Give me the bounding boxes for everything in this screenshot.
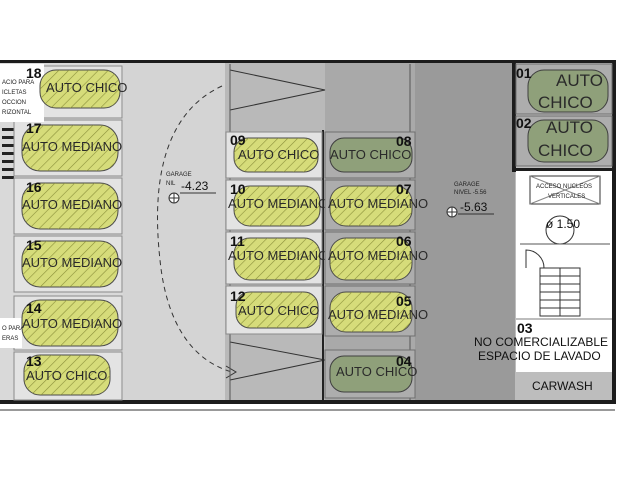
right-wall <box>612 60 616 404</box>
stair-icon <box>539 267 581 317</box>
spot-06-number: 06 <box>396 233 412 249</box>
car-16-hatch <box>22 183 118 229</box>
spot-06-label: AUTO MEDIANO <box>328 248 428 263</box>
spot-05-number: 05 <box>396 293 412 309</box>
car-13-hatch <box>24 355 110 395</box>
spot-17-number: 17 <box>26 120 42 136</box>
spot-17-label: AUTO MEDIANO <box>22 139 122 154</box>
car-01 <box>527 69 609 113</box>
car-02 <box>527 119 609 163</box>
space-03-line-1: NO COMERCIALIZABLE <box>474 335 608 349</box>
spot-04-number: 04 <box>396 353 412 369</box>
spot-05-label: AUTO MEDIANO <box>328 307 428 322</box>
car-11-hatch <box>234 238 320 280</box>
spot-07-number: 07 <box>396 181 412 197</box>
spot-09-label: AUTO CHICO <box>238 147 319 162</box>
car-12-hatch <box>236 292 318 328</box>
drive-path-arrow <box>225 365 237 379</box>
level-right-value: -5.63 <box>460 200 488 214</box>
spot-14-label: AUTO MEDIANO <box>22 316 122 331</box>
bottom-wall <box>0 400 615 404</box>
spot-11-number: 11 <box>230 233 245 249</box>
bike-note-bottom-2: ERAS <box>2 336 18 342</box>
spot-08-number: 08 <box>396 133 412 149</box>
spot-16-label: AUTO MEDIANO <box>22 197 122 212</box>
spot-13-label: AUTO CHICO <box>26 368 107 383</box>
car-06-hatch <box>330 238 412 280</box>
car-18-hatch <box>40 70 120 108</box>
car-07-hatch <box>330 186 412 226</box>
car-10-hatch <box>234 186 320 226</box>
access-line-1: ACCESO NUCLEOS <box>536 184 592 190</box>
access-line-2: VERTICALES <box>548 194 585 200</box>
spot-10-label: AUTO MEDIANO <box>228 196 328 211</box>
level-marker-left: GARAGE NIL -4.23 <box>166 172 216 204</box>
bike-note-top-2: ICLETAS <box>2 90 27 96</box>
spot-15-number: 15 <box>26 237 42 253</box>
access-box-cross-2 <box>529 175 601 205</box>
car-17-hatch <box>22 125 118 171</box>
spot-11-label: AUTO MEDIANO <box>228 248 328 263</box>
car-05-hatch <box>330 292 412 332</box>
right-zone <box>415 62 515 402</box>
bike-note-top-1: ACIO PARA <box>2 80 34 86</box>
spot-02-label-1: AUTO <box>546 118 593 137</box>
spot-07-label: AUTO MEDIANO <box>328 196 428 211</box>
level-left-tag1: GARAGE <box>166 172 192 178</box>
car-14-hatch <box>22 300 118 346</box>
divider-wall <box>512 62 516 172</box>
spot-12-number: 12 <box>230 288 246 304</box>
spot-10-number: 10 <box>230 181 246 197</box>
space-03-number: 03 <box>517 320 533 336</box>
spot-01-label-1: AUTO <box>556 71 603 90</box>
spot-01-number: 01 <box>516 65 532 81</box>
bike-rack-marks <box>2 128 14 179</box>
level-right-tag1: GARAGE <box>454 182 480 188</box>
spot-13-number: 13 <box>26 353 42 369</box>
bike-note-top-3: OCCION <box>2 100 26 106</box>
carwash-label: CARWASH <box>532 379 593 393</box>
spot-01-label-2: CHICO <box>538 93 593 112</box>
car-09-hatch <box>234 138 318 172</box>
bike-area-bottom <box>0 318 22 348</box>
ramp-zigzag <box>229 69 326 111</box>
carwash-bay <box>516 372 612 400</box>
spot-08-label: AUTO CHICO <box>330 147 411 162</box>
spot-16-number: 16 <box>26 179 42 195</box>
spot-14-number: 14 <box>26 300 42 316</box>
top-wall <box>0 60 615 63</box>
spot-02-number: 02 <box>516 115 532 131</box>
level-marker-right: GARAGE NIVEL -5.56 -5.63 <box>446 182 494 218</box>
level-left-value: -4.23 <box>181 179 209 193</box>
aisle-zone <box>123 62 225 402</box>
bike-note-bottom-1: O PARA <box>2 326 24 332</box>
spot-15-label: AUTO MEDIANO <box>22 255 122 270</box>
space-03-line-2: ESPACIO DE LAVADO <box>478 349 601 363</box>
access-diameter: ø 1.50 <box>546 217 580 231</box>
car-15-hatch <box>22 241 118 287</box>
bike-note-top-4: RIZONTAL <box>2 110 32 116</box>
level-left-tag2: NIL <box>166 181 176 187</box>
car-08 <box>329 137 413 173</box>
bike-area-top <box>0 64 44 122</box>
access-core-top-wall <box>516 168 612 171</box>
car-04 <box>329 355 413 393</box>
spot-18-number: 18 <box>26 65 42 81</box>
drive-path <box>157 85 233 373</box>
spot-09-number: 09 <box>230 132 246 148</box>
spot-18-label: AUTO CHICO <box>46 80 127 95</box>
level-right-tag2: NIVEL -5.56 <box>454 190 487 196</box>
spot-12-label: AUTO CHICO <box>238 303 319 318</box>
spot-02-label-2: CHICO <box>538 141 593 160</box>
spot-04-label: AUTO CHICO <box>336 364 417 379</box>
door-swing <box>525 249 545 269</box>
